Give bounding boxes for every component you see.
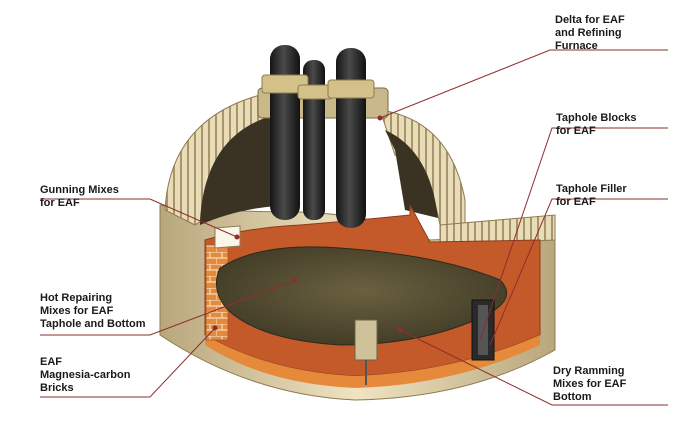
leader-taphole-filler	[489, 198, 668, 346]
leader-dot-hot-repairing	[292, 277, 298, 283]
leader-lines	[40, 49, 668, 406]
clamp-middle	[297, 84, 333, 100]
leader-gunning	[40, 198, 238, 238]
label-taphole-blocks: Taphole Blocks for EAF	[556, 112, 637, 137]
leader-hot-repairing	[40, 279, 296, 336]
leader-dot-magnesia	[212, 325, 218, 331]
bottom-plug	[354, 319, 378, 361]
label-dry-ramming: Dry Ramming Mixes for EAF Bottom	[553, 365, 627, 403]
spout-ledge	[439, 214, 556, 246]
furnace-body	[159, 91, 556, 401]
gunning-port	[214, 225, 241, 249]
leader-dot-gunning	[234, 234, 240, 240]
leader-taphole-blocks	[479, 127, 668, 341]
electrode-left	[270, 45, 300, 220]
leader-delta	[379, 49, 668, 119]
leader-dot-dry-ramming	[397, 327, 403, 333]
lining-rim	[205, 335, 540, 388]
electrode-middle	[303, 60, 325, 220]
label-delta: Delta for EAF and Refining Furnace	[555, 14, 625, 52]
label-taphole-filler: Taphole Filler for EAF	[556, 183, 627, 208]
electrodes	[257, 45, 389, 228]
label-hot-repairing: Hot Repairing Mixes for EAF Taphole and …	[40, 292, 146, 330]
electrode-right	[336, 48, 366, 228]
roof-cavity-right	[385, 130, 438, 218]
label-gunning: Gunning Mixes for EAF	[40, 184, 119, 209]
leader-dry-ramming	[399, 329, 668, 406]
label-magnesia-carbon: EAF Magnesia-carbon Bricks	[40, 356, 131, 394]
clamp-left	[261, 74, 309, 94]
clamp-right	[327, 79, 375, 99]
leader-dot-delta	[377, 115, 383, 121]
leader-magnesia	[40, 327, 216, 398]
